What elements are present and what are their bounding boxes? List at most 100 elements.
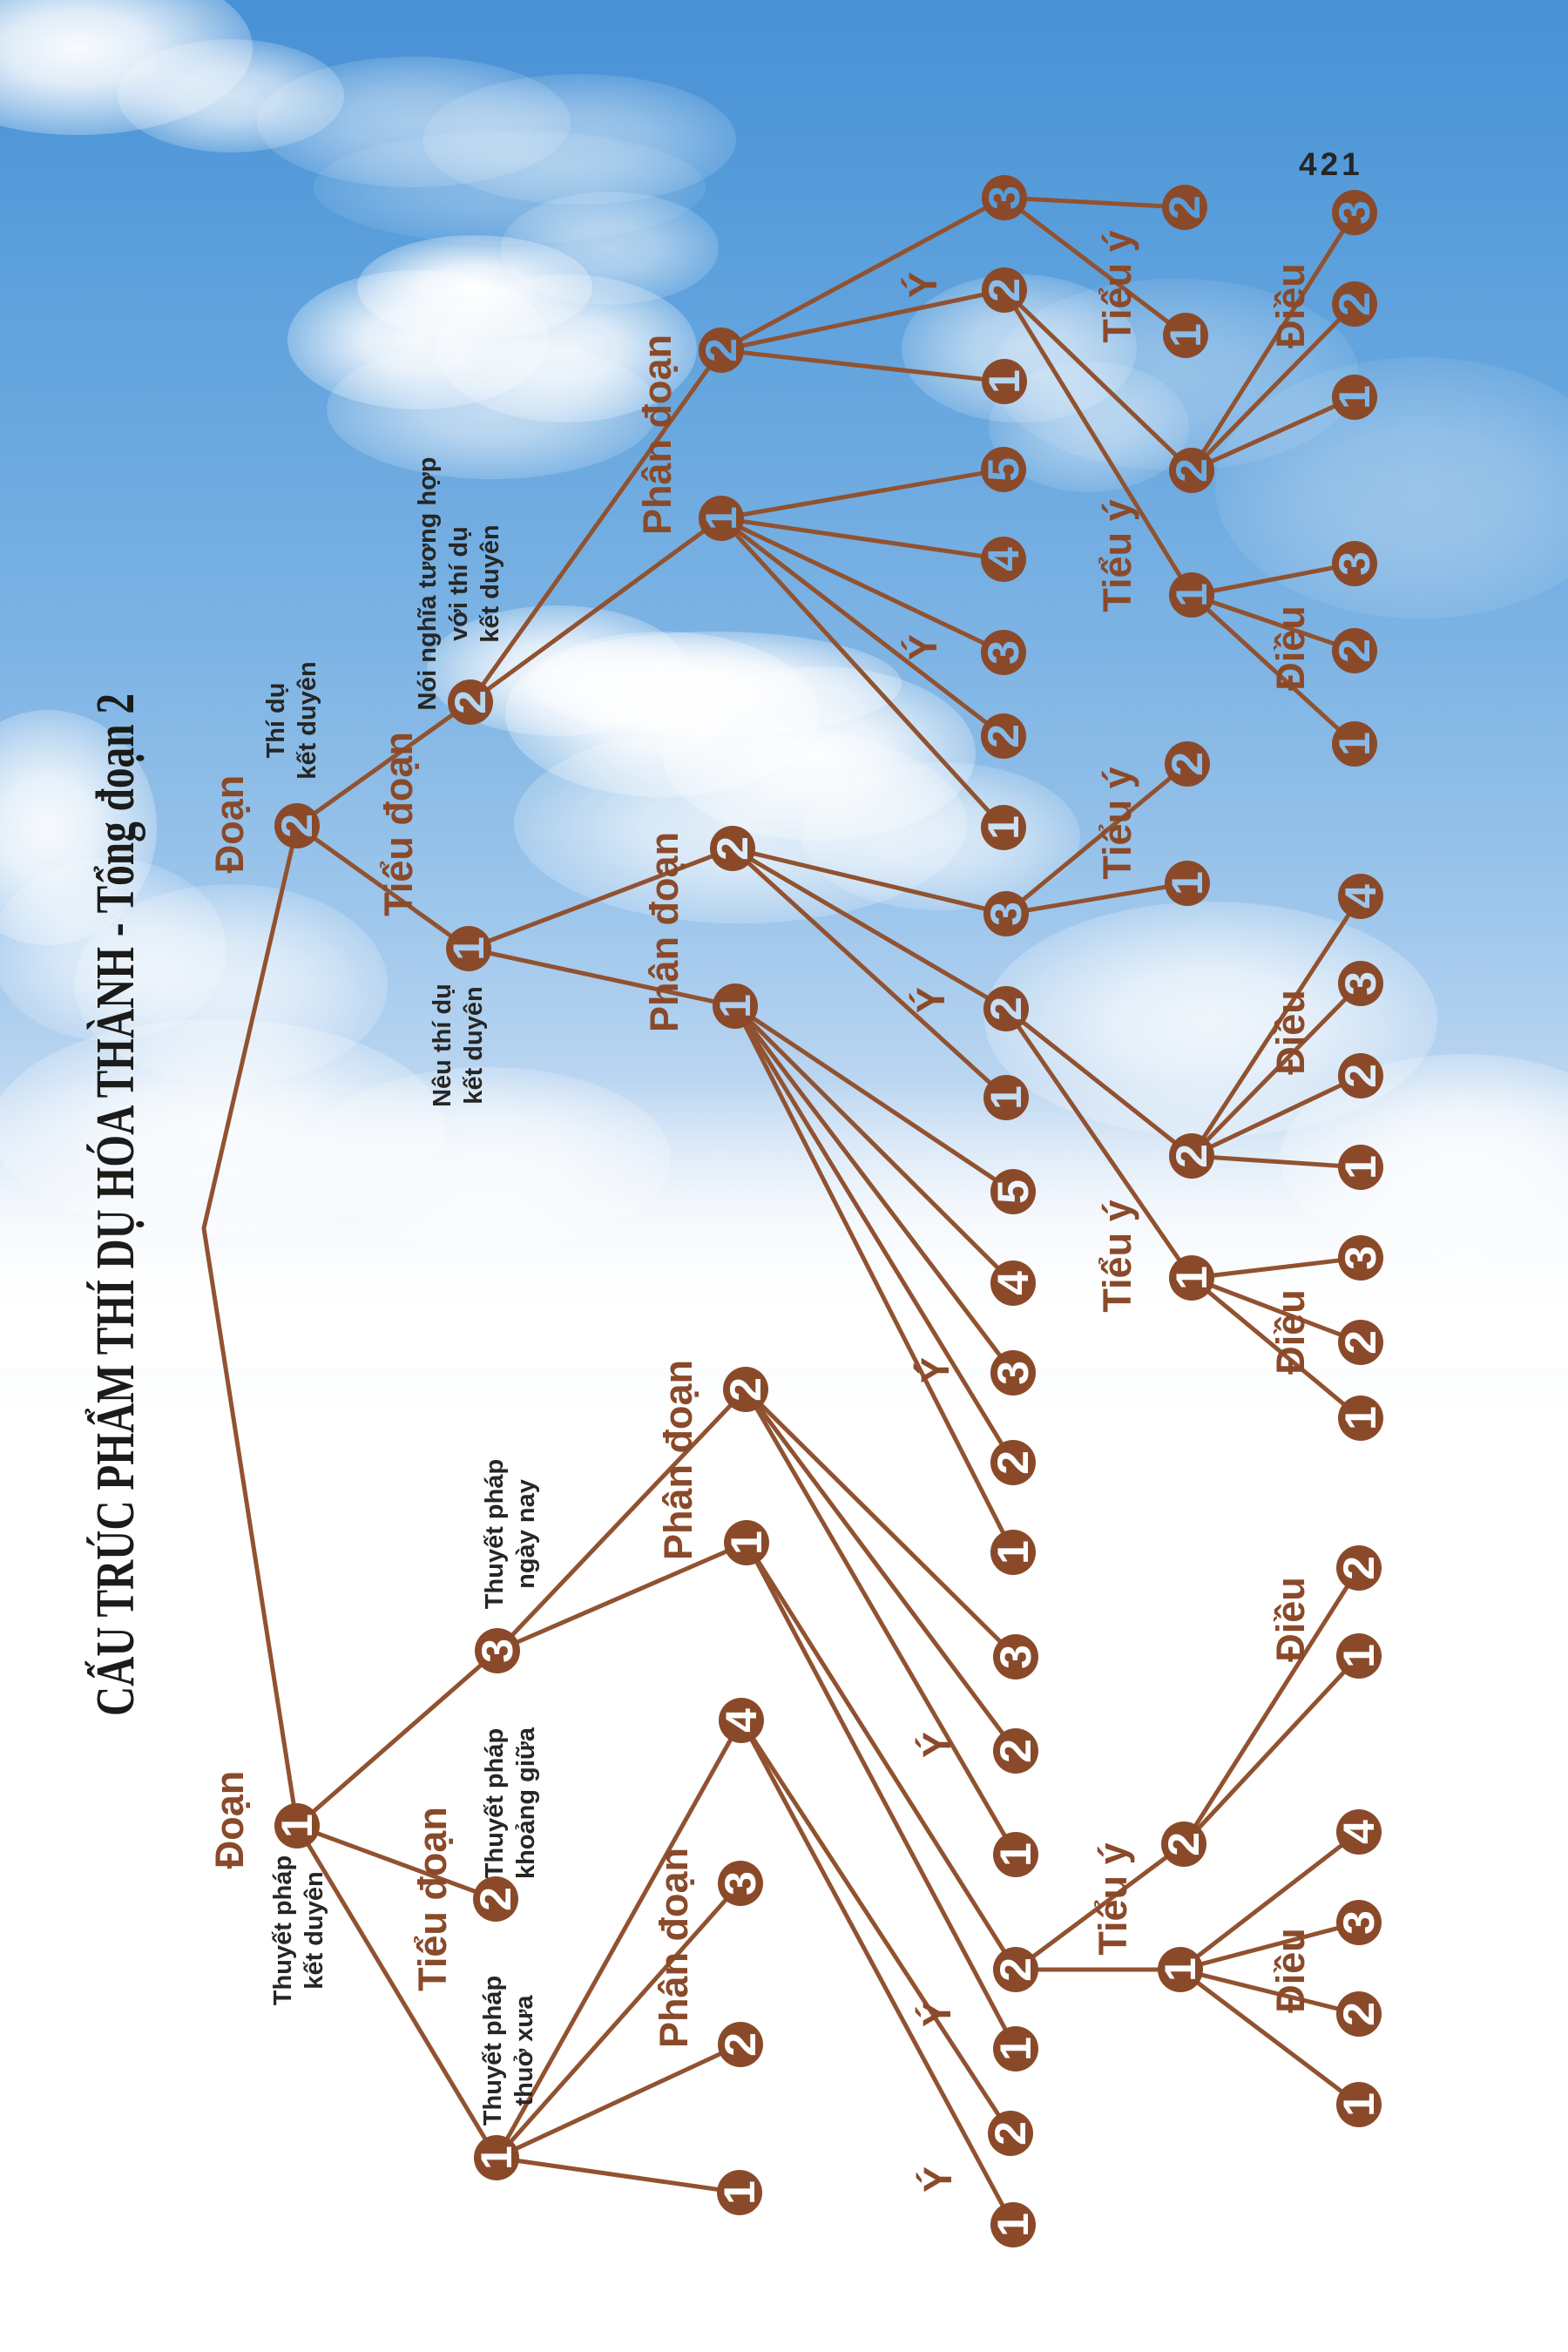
svg-text:2: 2 xyxy=(1335,2002,1383,2026)
svg-text:kết duyên: kết duyên xyxy=(460,986,488,1104)
svg-text:2: 2 xyxy=(989,1450,1037,1475)
svg-text:Tiểu ý: Tiểu ý xyxy=(1095,230,1139,342)
svg-text:Ý: Ý xyxy=(901,272,945,298)
svg-text:Tiểu đoạn: Tiểu đoạn xyxy=(410,1807,455,1991)
svg-text:5: 5 xyxy=(979,457,1028,482)
svg-text:1: 1 xyxy=(444,936,493,961)
svg-text:Ý: Ý xyxy=(909,987,953,1013)
svg-text:Ý: Ý xyxy=(916,2166,960,2193)
svg-text:1: 1 xyxy=(1336,1155,1385,1179)
svg-text:1: 1 xyxy=(979,815,1028,840)
svg-text:2: 2 xyxy=(708,836,757,861)
svg-text:Tiểu đoạn: Tiểu đoạn xyxy=(376,732,421,916)
svg-text:1: 1 xyxy=(722,1531,771,1555)
svg-text:1: 1 xyxy=(1330,385,1379,409)
svg-text:Điều: Điều xyxy=(1268,605,1313,691)
svg-text:2: 2 xyxy=(982,997,1031,1021)
svg-text:2: 2 xyxy=(980,278,1029,302)
svg-text:1: 1 xyxy=(1163,871,1212,896)
svg-text:Ý: Ý xyxy=(901,634,945,660)
svg-text:3: 3 xyxy=(991,1645,1040,1669)
svg-text:2: 2 xyxy=(1167,1144,1216,1168)
svg-text:Nêu thí dụ: Nêu thí dụ xyxy=(429,983,456,1107)
svg-text:2: 2 xyxy=(273,814,321,838)
svg-text:3: 3 xyxy=(1336,1246,1385,1270)
svg-text:Đoạn: Đoạn xyxy=(207,775,252,874)
svg-text:2: 2 xyxy=(991,1739,1040,1763)
svg-text:2: 2 xyxy=(1163,752,1212,776)
svg-text:2: 2 xyxy=(986,2121,1035,2146)
svg-text:2: 2 xyxy=(446,690,495,714)
svg-text:4: 4 xyxy=(1335,1820,1383,1844)
svg-text:kết duyên: kết duyên xyxy=(476,524,504,642)
svg-text:2: 2 xyxy=(1330,639,1379,663)
svg-text:3: 3 xyxy=(1330,200,1379,225)
svg-text:1: 1 xyxy=(1156,1957,1205,1982)
svg-text:Tiểu ý: Tiểu ý xyxy=(1091,1842,1135,1955)
svg-text:1: 1 xyxy=(982,1085,1031,1110)
svg-text:Điều: Điều xyxy=(1268,263,1313,348)
svg-text:4: 4 xyxy=(717,1708,766,1733)
svg-text:1: 1 xyxy=(472,2146,521,2170)
svg-text:Thuyết pháp: Thuyết pháp xyxy=(479,1976,507,2126)
svg-text:2: 2 xyxy=(991,1957,1040,1982)
svg-text:3: 3 xyxy=(473,1639,522,1663)
svg-text:1: 1 xyxy=(1330,732,1379,756)
svg-text:Phân đoạn: Phân đoạn xyxy=(642,832,686,1032)
svg-text:1: 1 xyxy=(715,2180,764,2205)
svg-text:3: 3 xyxy=(1336,971,1385,996)
svg-text:Thuyết pháp: Thuyết pháp xyxy=(269,1855,297,2005)
svg-text:Điều: Điều xyxy=(1268,1928,1313,2013)
svg-text:4: 4 xyxy=(1336,884,1385,909)
svg-text:Tiểu ý: Tiểu ý xyxy=(1095,767,1139,879)
svg-text:2: 2 xyxy=(1336,1330,1385,1355)
svg-text:Ý: Ý xyxy=(915,1732,959,1758)
svg-text:1: 1 xyxy=(991,1842,1040,1867)
svg-text:1: 1 xyxy=(1167,583,1216,607)
svg-text:3: 3 xyxy=(980,186,1029,210)
svg-text:2: 2 xyxy=(979,724,1028,748)
svg-text:2: 2 xyxy=(1167,458,1216,483)
svg-text:Phân đoạn: Phân đoạn xyxy=(652,1848,696,2048)
svg-text:Ý: Ý xyxy=(915,2001,959,2027)
svg-text:2: 2 xyxy=(697,338,746,362)
svg-text:5: 5 xyxy=(989,1179,1037,1204)
svg-text:1: 1 xyxy=(991,2037,1040,2061)
svg-text:Điều: Điều xyxy=(1268,1577,1313,1662)
svg-text:1: 1 xyxy=(1336,1406,1385,1430)
svg-text:3: 3 xyxy=(989,1361,1037,1385)
svg-text:1: 1 xyxy=(711,994,760,1018)
svg-text:1: 1 xyxy=(1335,2092,1383,2117)
svg-text:với thí dụ: với thí dụ xyxy=(445,526,473,641)
svg-text:2: 2 xyxy=(716,2032,765,2057)
svg-text:1: 1 xyxy=(989,2213,1037,2237)
svg-text:1: 1 xyxy=(1335,1644,1383,1668)
svg-text:3: 3 xyxy=(979,640,1028,665)
svg-text:Nói nghĩa tương hợp: Nói nghĩa tương hợp xyxy=(414,457,442,711)
svg-text:3: 3 xyxy=(716,1871,765,1896)
svg-text:2: 2 xyxy=(1335,1556,1383,1580)
svg-text:4: 4 xyxy=(979,547,1028,571)
svg-text:2: 2 xyxy=(1160,195,1209,220)
svg-text:1: 1 xyxy=(1167,1266,1216,1290)
svg-text:khoảng giữa: khoảng giữa xyxy=(512,1727,540,1879)
svg-text:kết duyên: kết duyên xyxy=(294,661,321,779)
svg-text:Thuyết pháp: Thuyết pháp xyxy=(481,1728,509,1878)
svg-text:Phân đoạn: Phân đoạn xyxy=(656,1360,700,1560)
svg-text:1: 1 xyxy=(697,506,746,531)
svg-text:Tiểu ý: Tiểu ý xyxy=(1095,1200,1139,1312)
svg-text:2: 2 xyxy=(471,1887,520,1911)
svg-text:Thí dụ: Thí dụ xyxy=(262,683,290,759)
svg-text:1: 1 xyxy=(980,369,1029,394)
svg-text:1: 1 xyxy=(273,1814,321,1838)
svg-text:Tiểu ý: Tiểu ý xyxy=(1095,499,1139,612)
svg-text:Phân đoạn: Phân đoạn xyxy=(635,335,679,535)
svg-text:1: 1 xyxy=(989,1540,1037,1565)
svg-text:Điều: Điều xyxy=(1268,990,1313,1075)
svg-text:Thuyết pháp: Thuyết pháp xyxy=(481,1459,509,1609)
svg-text:Điều: Điều xyxy=(1268,1289,1313,1375)
svg-text:3: 3 xyxy=(1335,1910,1383,1935)
svg-text:Ý: Ý xyxy=(913,1357,957,1383)
svg-text:ngày nay: ngày nay xyxy=(512,1479,540,1589)
svg-text:thuở xưa: thuở xưa xyxy=(510,1995,538,2106)
